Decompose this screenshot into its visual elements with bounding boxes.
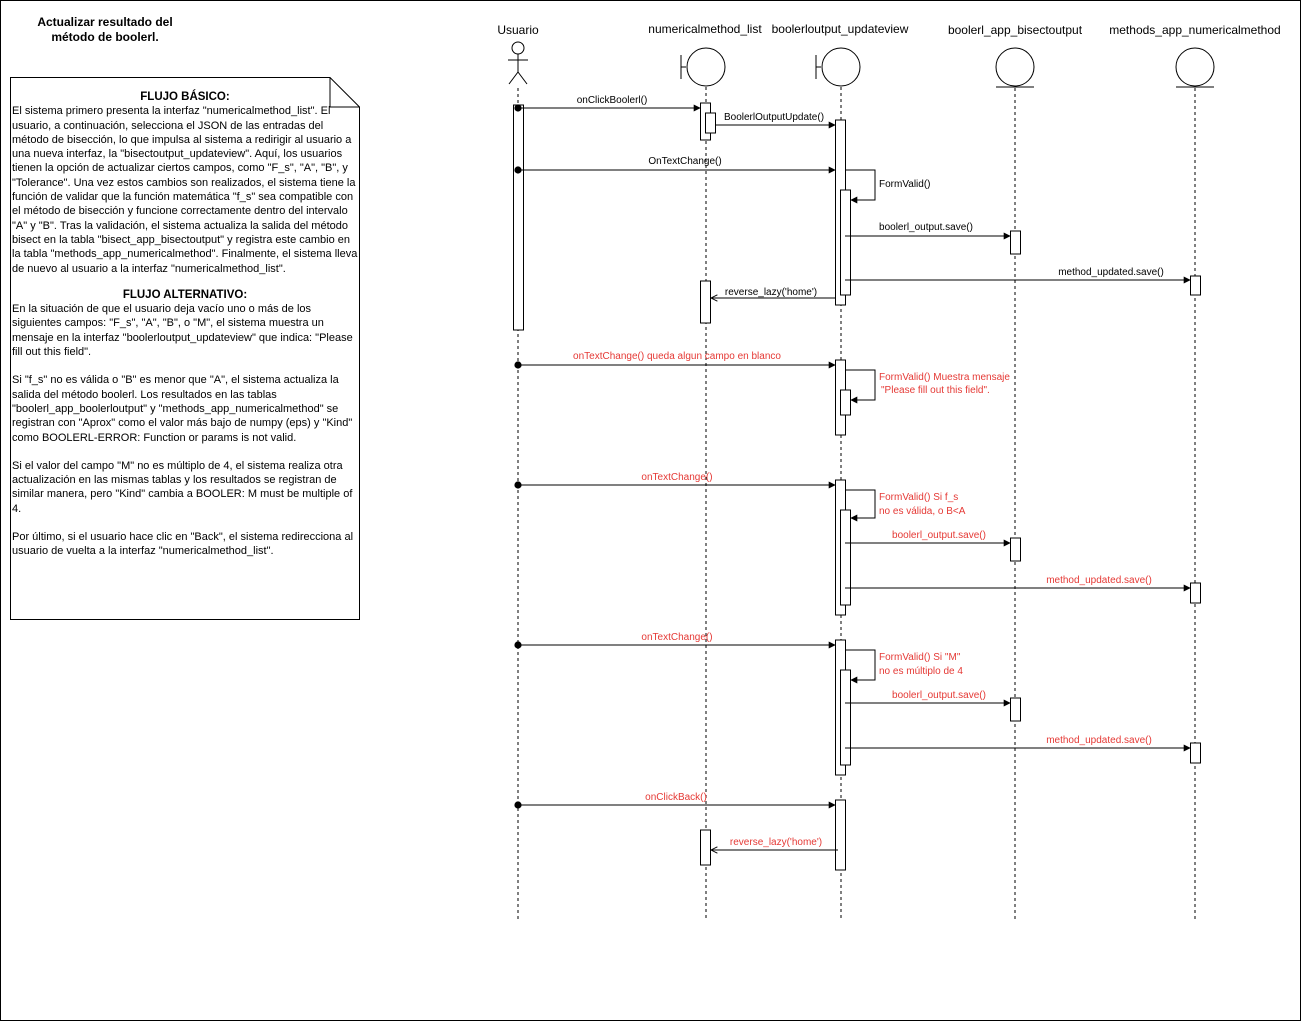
alt-flow-heading: FLUJO ALTERNATIVO: [122, 288, 248, 301]
msg-alt2-formvalid-2: no es válida, o B<A [879, 506, 966, 517]
msg-alt2-boolerl-save: boolerl_output.save() [892, 530, 986, 541]
msg-back-reverse-lazy: reverse_lazy('home') [730, 837, 822, 848]
msg-onclickboolerl: onClickBoolerl() [577, 95, 648, 106]
participant-view: boolerloutput_updateview [772, 22, 909, 36]
msg-alt3-ontextchange: onTextChange() [641, 632, 712, 643]
msg-alt2-method-save: method_updated.save() [1046, 575, 1152, 586]
diagram-title: Actualizar resultado del método de boole… [37, 15, 173, 44]
msg-formvalid: FormValid() [879, 179, 930, 190]
entity-icon-methods [1175, 47, 1215, 88]
msg-alt2-ontextchange: onTextChange() [641, 472, 712, 483]
msg-alt-formvalid-1: FormValid() Muestra mensaje [879, 372, 1010, 383]
actor-icon [508, 41, 528, 85]
msg-alt-formvalid-2: "Please fill out this field". [881, 385, 990, 396]
msg-alt2-formvalid-1: FormValid() Si f_s [879, 492, 958, 503]
activation-bars [513, 102, 1201, 871]
basic-flow-text: El sistema primero presenta la interfaz … [12, 105, 358, 275]
msg-method-save: method_updated.save() [1058, 267, 1164, 278]
msg-onclickback: onClickBack() [645, 792, 707, 803]
note-text: FLUJO BÁSICO: El sistema primero present… [12, 90, 358, 559]
participant-bisect: boolerl_app_bisectoutput [948, 23, 1083, 37]
msg-boolerloutputupdate: BoolerlOutputUpdate() [724, 112, 824, 123]
boundary-icon-view [815, 47, 861, 87]
note-shape [10, 77, 360, 620]
message-arrows [514, 104, 1191, 850]
msg-boolerl-save: boolerl_output.save() [879, 222, 973, 233]
participant-user: Usuario [497, 23, 539, 37]
alt-flow-p4: Por último, si el usuario hace clic en "… [12, 531, 354, 558]
alt-flow-p1: En la situación de que el usuario deja v… [12, 303, 353, 359]
msg-alt3-boolerl-save: boolerl_output.save() [892, 690, 986, 701]
msg-alt3-formvalid-2: no es múltiplo de 4 [879, 666, 963, 677]
alt-flow-p3: Si el valor del campo "M" no es múltiplo… [12, 459, 353, 515]
boundary-icon-list [680, 47, 726, 87]
basic-flow-heading: FLUJO BÁSICO: [140, 91, 230, 103]
msg-alt3-formvalid-1: FormValid() Si "M" [879, 652, 961, 663]
entity-icon-bisect [995, 47, 1035, 88]
participant-methods: methods_app_numericalmethod [1109, 23, 1280, 37]
msg-alt-ontextchange-blank: onTextChange() queda algun campo en blan… [573, 351, 781, 362]
msg-reverse-lazy: reverse_lazy('home') [725, 287, 817, 298]
alt-flow-p2: Si "f_s" no es válida o "B" es menor que… [12, 374, 353, 444]
lifelines [517, 87, 1196, 920]
participant-list: numericalmethod_list [648, 22, 762, 36]
msg-alt3-method-save: method_updated.save() [1046, 735, 1152, 746]
msg-ontextchange: OnTextChange() [648, 156, 721, 167]
